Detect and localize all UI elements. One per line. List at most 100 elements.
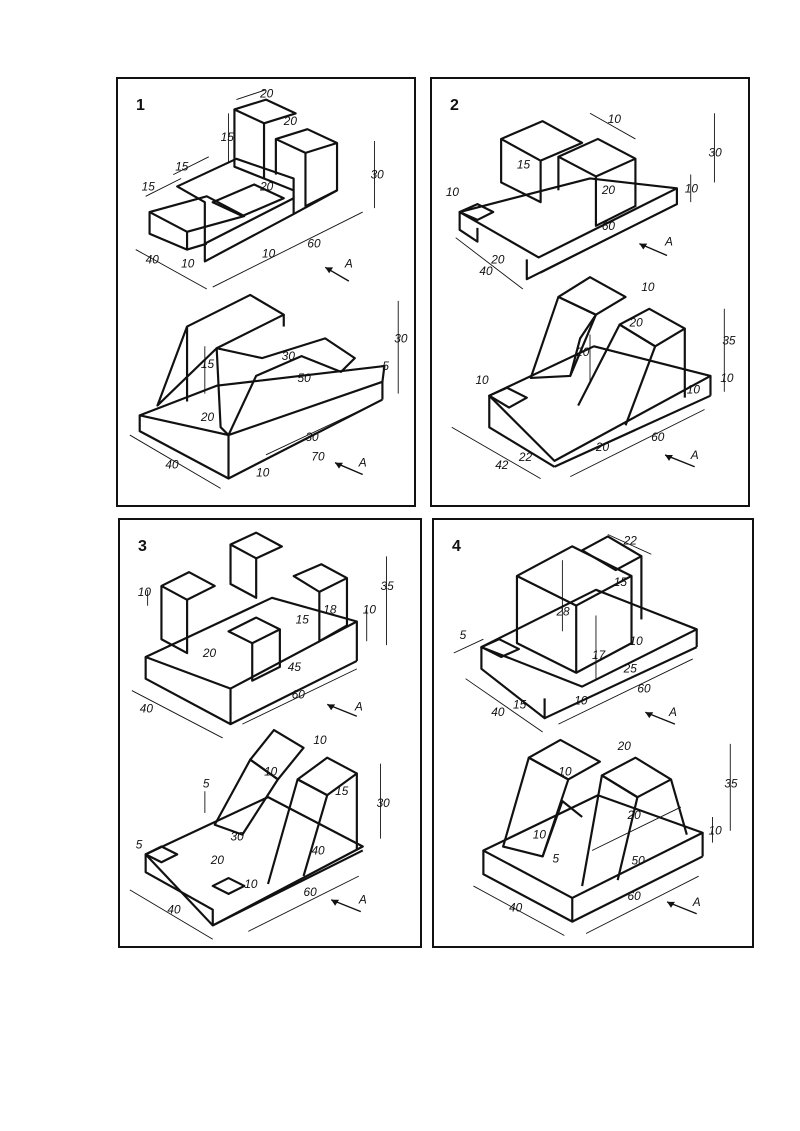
dim-label: 25 bbox=[623, 662, 638, 676]
dim-label: 15 bbox=[335, 784, 349, 798]
dim-label: 20 bbox=[601, 183, 616, 197]
dim-label: 60 bbox=[602, 219, 616, 233]
dim-label: 17 bbox=[592, 648, 606, 662]
exercise-panel-2: 2 10 30 15 20 10 10 60 20 bbox=[430, 77, 750, 507]
dim-label: 30 bbox=[282, 349, 296, 363]
dim-label: 10 bbox=[446, 185, 460, 199]
exercise-panel-4: 4 22 15 28 5 10 17 bbox=[432, 518, 754, 948]
dim-label: 5 bbox=[382, 359, 389, 373]
dim-label: 45 bbox=[288, 660, 302, 674]
dim-label: 5 bbox=[136, 837, 143, 851]
dim-label: 30 bbox=[377, 796, 391, 810]
panel-number: 1 bbox=[136, 97, 145, 114]
dim-label: 28 bbox=[555, 604, 570, 618]
dim-label: 60 bbox=[292, 687, 306, 701]
dim-label: 20 bbox=[617, 739, 632, 753]
dim-label: 60 bbox=[651, 430, 665, 444]
dim-label: 10 bbox=[533, 828, 547, 842]
dim-label: 30 bbox=[709, 146, 723, 160]
dim-label: 42 bbox=[495, 458, 509, 472]
isometric-drawing-2: 10 30 15 20 10 10 60 20 40 A bbox=[446, 112, 736, 480]
dim-label: 15 bbox=[221, 130, 235, 144]
dim-label: 10 bbox=[244, 877, 258, 891]
dim-label: 5 bbox=[460, 628, 467, 642]
panel-number: 3 bbox=[138, 538, 147, 555]
figure-2b: 10 20 20 35 10 10 10 20 22 42 60 A bbox=[451, 276, 736, 480]
figure-4a: 22 15 28 5 10 17 25 15 40 10 60 A bbox=[453, 533, 698, 733]
dim-label: 10 bbox=[256, 466, 270, 480]
dim-label: 10 bbox=[687, 383, 701, 397]
dim-label: 10 bbox=[608, 112, 622, 126]
dim-label: 20 bbox=[595, 440, 610, 454]
dim-label: 10 bbox=[630, 634, 644, 648]
view-direction-label: A bbox=[690, 448, 699, 462]
view-direction-label: A bbox=[358, 456, 367, 470]
dim-label: 10 bbox=[641, 280, 655, 294]
panel-number: 2 bbox=[450, 97, 459, 114]
dim-label: 10 bbox=[138, 585, 152, 599]
dim-label: 10 bbox=[313, 733, 327, 747]
dim-label: 30 bbox=[305, 430, 319, 444]
dim-label: 15 bbox=[296, 612, 310, 626]
dim-label: 70 bbox=[311, 450, 325, 464]
isometric-drawing-4: 22 15 28 5 10 17 25 15 40 10 60 A bbox=[453, 533, 738, 936]
dim-label: 35 bbox=[722, 333, 736, 347]
figure-3a: 10 35 15 18 10 20 45 60 40 A bbox=[131, 531, 395, 739]
figure-1b: 15 30 50 5 30 20 30 70 40 10 A bbox=[129, 293, 408, 489]
exercise-panel-1: 1 20 20 bbox=[116, 77, 416, 507]
dim-label: 60 bbox=[628, 889, 642, 903]
dim-label: 15 bbox=[175, 160, 189, 174]
dim-label: 15 bbox=[517, 158, 531, 172]
dim-label: 10 bbox=[720, 371, 734, 385]
dim-label: 10 bbox=[558, 764, 572, 778]
dim-label: 10 bbox=[262, 246, 276, 260]
dim-label: 40 bbox=[167, 903, 181, 917]
dim-label: 10 bbox=[475, 373, 489, 387]
figure-2a: 10 30 15 20 10 10 60 20 40 A bbox=[446, 112, 723, 290]
dim-label: 40 bbox=[146, 252, 160, 266]
dim-label: 35 bbox=[724, 776, 738, 790]
dim-label: 22 bbox=[518, 450, 533, 464]
dim-label: 15 bbox=[614, 575, 628, 589]
dim-label: 60 bbox=[307, 237, 321, 251]
dim-label: 30 bbox=[394, 331, 408, 345]
dim-label: 40 bbox=[479, 264, 493, 278]
dim-label: 60 bbox=[637, 682, 651, 696]
view-direction-label: A bbox=[358, 893, 367, 907]
dim-label: 20 bbox=[210, 853, 225, 867]
dim-label: 50 bbox=[632, 853, 646, 867]
dim-label: 15 bbox=[513, 697, 527, 711]
view-direction-label: A bbox=[664, 235, 673, 249]
isometric-drawing-3: 10 35 15 18 10 20 45 60 40 A bbox=[129, 531, 395, 940]
dim-label: 22 bbox=[623, 533, 638, 547]
dim-label: 40 bbox=[311, 843, 325, 857]
dim-label: 35 bbox=[381, 579, 395, 593]
dim-label: 20 bbox=[200, 410, 215, 424]
dim-label: 20 bbox=[283, 114, 298, 128]
dim-label: 40 bbox=[140, 701, 154, 715]
panel-number: 4 bbox=[452, 538, 461, 555]
dim-label: 20 bbox=[575, 345, 590, 359]
figure-4b: 20 10 35 20 10 10 5 50 40 60 A bbox=[473, 739, 738, 936]
dim-label: 40 bbox=[491, 705, 505, 719]
dim-label: 30 bbox=[231, 830, 245, 844]
figure-3b: 10 10 5 15 30 30 5 20 40 40 10 60 A bbox=[129, 728, 391, 940]
dim-label: 5 bbox=[553, 851, 560, 865]
dim-label: 20 bbox=[259, 179, 274, 193]
figure-1a: 20 20 15 15 15 20 30 40 10 10 60 A bbox=[135, 87, 384, 290]
dim-label: 15 bbox=[142, 179, 156, 193]
dim-label: 20 bbox=[490, 252, 505, 266]
dim-label: 20 bbox=[627, 808, 642, 822]
dim-label: 60 bbox=[304, 885, 318, 899]
dim-label: 10 bbox=[685, 181, 699, 195]
exercise-panel-3: 3 10 35 15 18 10 bbox=[118, 518, 422, 948]
dim-label: 10 bbox=[264, 764, 278, 778]
view-direction-label: A bbox=[354, 699, 363, 713]
dim-label: 20 bbox=[629, 316, 644, 330]
dim-label: 10 bbox=[363, 603, 377, 617]
dim-label: 15 bbox=[201, 357, 215, 371]
dim-label: 10 bbox=[574, 693, 588, 707]
dim-label: 10 bbox=[709, 824, 723, 838]
dim-label: 18 bbox=[323, 603, 337, 617]
dim-label: 40 bbox=[165, 458, 179, 472]
